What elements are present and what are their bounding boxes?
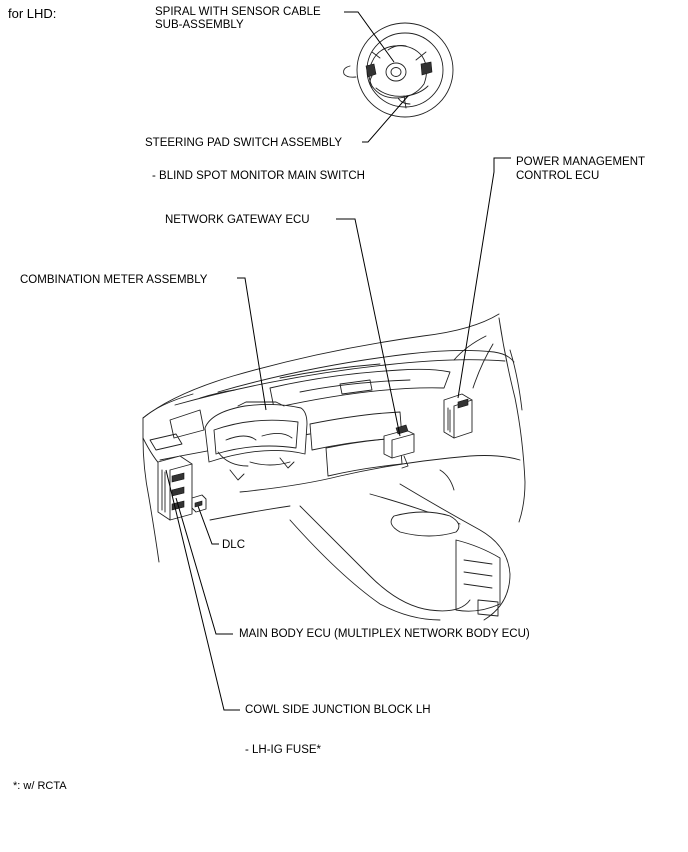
label-spiral-line2: SUB-ASSEMBLY xyxy=(155,19,244,31)
combination-meter-drawing xyxy=(204,401,308,481)
label-combination-meter: COMBINATION METER ASSEMBLY xyxy=(20,274,208,286)
label-power-management-line2: CONTROL ECU xyxy=(516,170,600,182)
footnote: *: w/ RCTA xyxy=(13,780,67,792)
steering-wheel-drawing xyxy=(343,22,454,118)
dashboard-drawing xyxy=(142,313,526,621)
page-heading: for LHD: xyxy=(8,6,57,21)
label-lh-ig-fuse: - LH-IG FUSE* xyxy=(245,744,322,756)
leader-lines xyxy=(165,11,511,711)
label-power-management-line1: POWER MANAGEMENT xyxy=(516,156,646,168)
label-spiral-line1: SPIRAL WITH SENSOR CABLE xyxy=(155,6,321,18)
label-dlc: DLC xyxy=(222,539,246,551)
power-management-ecu-drawing xyxy=(443,393,473,439)
label-main-body-ecu: MAIN BODY ECU (MULTIPLEX NETWORK BODY EC… xyxy=(239,628,530,640)
label-steering-pad: STEERING PAD SWITCH ASSEMBLY xyxy=(145,137,343,149)
dlc-drawing xyxy=(191,494,207,513)
label-network-gateway: NETWORK GATEWAY ECU xyxy=(165,214,310,226)
label-cowl-side-junction-block: COWL SIDE JUNCTION BLOCK LH xyxy=(245,704,431,716)
cowl-side-junction-block-drawing xyxy=(157,455,193,521)
label-blind-spot: - BLIND SPOT MONITOR MAIN SWITCH xyxy=(152,170,365,182)
